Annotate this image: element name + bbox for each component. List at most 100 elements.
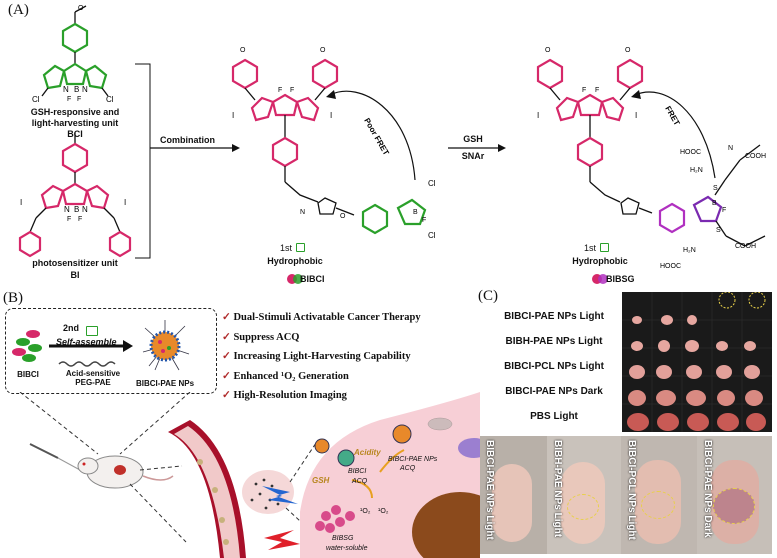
self-assembly-graphic <box>12 320 190 371</box>
bibci-structure <box>231 58 427 235</box>
row-label-5: PBS Light <box>530 411 578 422</box>
mouse-photo-3 <box>621 436 697 554</box>
panel-c-label: (C) <box>478 288 498 304</box>
svg-text:F: F <box>595 87 599 94</box>
svg-text:O: O <box>340 213 346 220</box>
bibci-name: BIBCI <box>300 274 325 284</box>
mouse-photo-2 <box>547 436 621 554</box>
nps-acq-2: ACQ <box>400 465 416 472</box>
row-label-3: BIBCI-PCL NPs Light <box>504 361 604 372</box>
bci-structure <box>41 5 109 97</box>
combination-label: Combination <box>160 135 215 145</box>
bullet-item: ✓ High-Resolution Imaging <box>222 390 347 401</box>
feature-list: ✓ Dual-Stimuli Activatable Cancer Therap… <box>222 308 421 406</box>
svg-text:B: B <box>413 209 418 216</box>
bi-name: BI <box>70 270 80 280</box>
svg-text:H₂N: H₂N <box>690 167 703 174</box>
nps-label: BIBCI-PAE NPs <box>135 379 195 388</box>
svg-text:N: N <box>82 205 88 214</box>
o2-b-label: ¹O₂ <box>378 508 389 515</box>
svg-text:COOH: COOH <box>745 153 766 160</box>
svg-text:N: N <box>63 85 69 94</box>
svg-text:B: B <box>74 205 79 214</box>
o2-a-label: ¹O₂ <box>360 508 371 515</box>
svg-text:Cl: Cl <box>428 179 436 188</box>
svg-text:I: I <box>537 111 539 120</box>
svg-text:Cl: Cl <box>32 95 40 104</box>
svg-text:O: O <box>545 47 551 54</box>
bullet-item: ✓ Increasing Light-Harvesting Capability <box>222 351 411 362</box>
svg-text:F: F <box>278 87 282 94</box>
bi-structure <box>18 133 132 258</box>
snar-label: SNAr <box>461 151 485 161</box>
panel-a-label: (A) <box>8 2 29 18</box>
hydrophobic-1: Hydrophobic <box>267 256 323 266</box>
svg-text:N: N <box>82 85 88 94</box>
svg-text:N: N <box>728 145 733 152</box>
self-assembly-box <box>5 308 217 394</box>
svg-text:F: F <box>422 217 426 224</box>
svg-text:B: B <box>712 200 717 207</box>
row-label-1: BIBCI-PAE NPs Light <box>504 311 604 322</box>
acid-label-2: PEG-PAE <box>75 378 111 387</box>
lock-2nd-icon <box>86 326 98 336</box>
svg-text:COOH: COOH <box>735 243 756 250</box>
svg-text:F: F <box>722 207 726 214</box>
bci-desc-2: light-harvesting unit <box>31 118 119 128</box>
poor-fret-text: Poor FRET <box>362 117 391 157</box>
svg-text:F: F <box>582 87 586 94</box>
svg-text:F: F <box>78 216 82 223</box>
lock-2-label: 1st <box>583 243 596 253</box>
svg-text:F: F <box>67 96 71 103</box>
svg-text:S: S <box>713 185 718 192</box>
acid-label-1: Acid-sensitive <box>65 369 121 378</box>
lock-1-label: 1st <box>279 243 292 253</box>
svg-text:I: I <box>124 198 126 207</box>
svg-text:F: F <box>290 87 294 94</box>
svg-text:S: S <box>716 227 721 234</box>
svg-text:HOOC: HOOC <box>680 149 701 156</box>
bci-desc-1: GSH-responsive and <box>30 107 120 117</box>
svg-text:I: I <box>330 111 332 120</box>
bibci-b-label: BIBCI <box>17 370 39 379</box>
svg-text:I: I <box>232 111 234 120</box>
svg-text:F: F <box>67 216 71 223</box>
svg-text:N: N <box>64 205 70 214</box>
lock-2-icon <box>600 243 609 252</box>
row-label-4: BIBCI-PAE NPs Dark <box>505 386 603 397</box>
tumor-photo <box>622 292 772 432</box>
bibsg-cell-label: BIBSG <box>332 535 354 542</box>
svg-text:O: O <box>320 47 326 54</box>
mouse-photo-1 <box>480 436 547 554</box>
nps-acq-1: BIBCI-PAE NPs <box>388 456 438 463</box>
fret-text: FRET <box>663 105 681 128</box>
hydrophobic-2: Hydrophobic <box>572 256 628 266</box>
therapy-illustration <box>19 392 480 558</box>
water-label: water-soluble <box>326 545 368 552</box>
svg-text:HOOC: HOOC <box>660 263 681 270</box>
gsh-cell-label: GSH <box>312 476 330 485</box>
bibsg-name: BIBSG <box>606 274 635 284</box>
acq-cell-label: ACQ <box>352 478 368 485</box>
row-label-2: BIBH-PAE NPs Light <box>505 336 603 347</box>
svg-text:I: I <box>20 198 22 207</box>
gsh-label: GSH <box>463 134 483 144</box>
mouse-label-3: BIBCI-PCL NPs Light <box>626 440 637 540</box>
bci-name: BCI <box>67 129 83 139</box>
acidity-label: Acidity <box>354 448 381 457</box>
svg-text:Cl: Cl <box>428 231 436 240</box>
svg-text:I: I <box>635 111 637 120</box>
mouse-label-1: BIBCI-PAE NPs Light <box>484 440 495 540</box>
lock-2nd-label: 2nd <box>62 323 79 333</box>
lock-1-icon <box>296 243 305 252</box>
mouse-label-4: BIBCI-PAE NPs Dark <box>702 440 713 538</box>
bi-desc: photosensitizer unit <box>32 258 118 268</box>
svg-text:O: O <box>240 47 246 54</box>
svg-text:H₂N: H₂N <box>683 247 696 254</box>
bibci-cell-label: BIBCI <box>348 468 367 475</box>
mouse-label-2: BIBH-PAE NPs Light <box>552 440 563 538</box>
svg-text:Cl: Cl <box>106 95 114 104</box>
panel-b-label: (B) <box>3 290 23 306</box>
bullet-item: ✓ Enhanced ¹O₂ Generation <box>222 370 349 382</box>
